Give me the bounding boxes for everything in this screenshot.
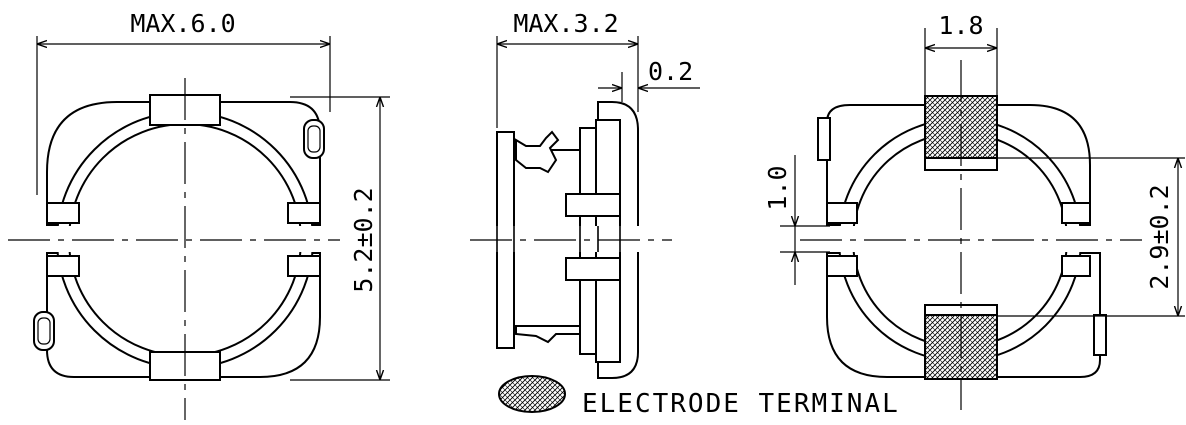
front-wire-end-inner: [37, 317, 51, 345]
front-wire-end: [303, 119, 325, 159]
back-lead-tab: [1061, 255, 1091, 277]
side-clip-bottom: [515, 325, 583, 344]
legend: ELECTRODE TERMINAL: [498, 375, 900, 419]
back-split: [822, 226, 1110, 252]
back-notch: [817, 117, 831, 161]
front-wire-end: [33, 311, 55, 351]
side-width-label: MAX.3.2: [513, 9, 618, 38]
front-lead-tab: [287, 202, 321, 224]
back-gap-label: 1.0: [763, 165, 792, 210]
side-lead: [565, 193, 621, 217]
legend-label: ELECTRODE TERMINAL: [582, 389, 900, 419]
side-lead: [565, 257, 621, 281]
back-pad-span-label: 2.9±0.2: [1145, 184, 1174, 289]
back-lead-tab: [826, 202, 858, 224]
back-lead-tab: [1061, 202, 1091, 224]
back-pad-width-label: 1.8: [938, 11, 983, 40]
side-clip-top: [515, 130, 560, 174]
front-wire-end-inner: [307, 125, 321, 153]
front-lead-tab: [46, 255, 80, 277]
electrode-legend-swatch: [498, 375, 566, 413]
side-split: [494, 226, 644, 252]
front-width-label: MAX.6.0: [130, 9, 235, 38]
side-view: MAX.3.2 0.2: [470, 9, 700, 379]
side-offset-label: 0.2: [648, 57, 693, 86]
front-lead-tab: [46, 202, 80, 224]
front-view: MAX.6.0 5.2±0.2: [8, 9, 390, 420]
back-lead-tab: [826, 255, 858, 277]
back-notch: [1093, 314, 1107, 356]
front-split: [44, 226, 324, 252]
front-lead-tab: [287, 255, 321, 277]
front-height-label: 5.2±0.2: [349, 187, 378, 292]
back-view: 1.8 1.0 2.9±0.2: [763, 11, 1185, 410]
